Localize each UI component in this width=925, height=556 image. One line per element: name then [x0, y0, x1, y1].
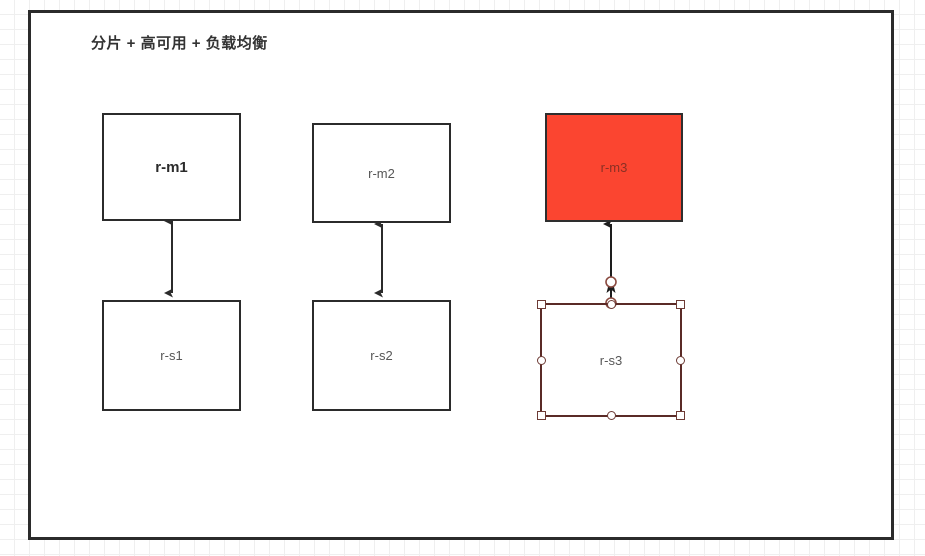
resize-handle-top-center[interactable]: [606, 300, 616, 309]
resize-handle-top-right[interactable]: [676, 300, 685, 309]
node-label: r-m2: [368, 165, 395, 181]
diagram-page[interactable]: 分片 + 高可用 + 负载均衡: [28, 10, 894, 540]
node-r-m2[interactable]: r-m2: [312, 123, 451, 223]
connector-rm2-rs2[interactable]: [347, 213, 417, 303]
connector-endpoint-handle-source[interactable]: [605, 276, 617, 288]
node-r-s3[interactable]: r-s3: [537, 300, 685, 420]
node-label: r-s3: [599, 352, 623, 368]
connector-rm1-rs1[interactable]: [137, 211, 207, 303]
node-label: r-s1: [160, 348, 183, 363]
node-r-s2[interactable]: r-s2: [312, 300, 451, 411]
resize-handle-bottom-center[interactable]: [606, 411, 616, 420]
node-r-m1[interactable]: r-m1: [102, 113, 241, 221]
page-title: 分片 + 高可用 + 负载均衡: [91, 35, 268, 52]
resize-handle-bottom-right[interactable]: [676, 411, 685, 420]
node-r-s1[interactable]: r-s1: [102, 300, 241, 411]
resize-handle-middle-right[interactable]: [676, 355, 685, 365]
node-label: r-m1: [155, 158, 188, 176]
resize-handle-bottom-left[interactable]: [537, 411, 546, 420]
node-label: r-m3: [600, 160, 628, 175]
resize-handle-middle-left[interactable]: [537, 355, 546, 365]
node-label: r-s2: [370, 348, 393, 363]
connector-rs3-rm3[interactable]: [576, 213, 646, 313]
resize-handle-top-left[interactable]: [537, 300, 546, 309]
node-r-m3[interactable]: r-m3: [545, 113, 683, 222]
